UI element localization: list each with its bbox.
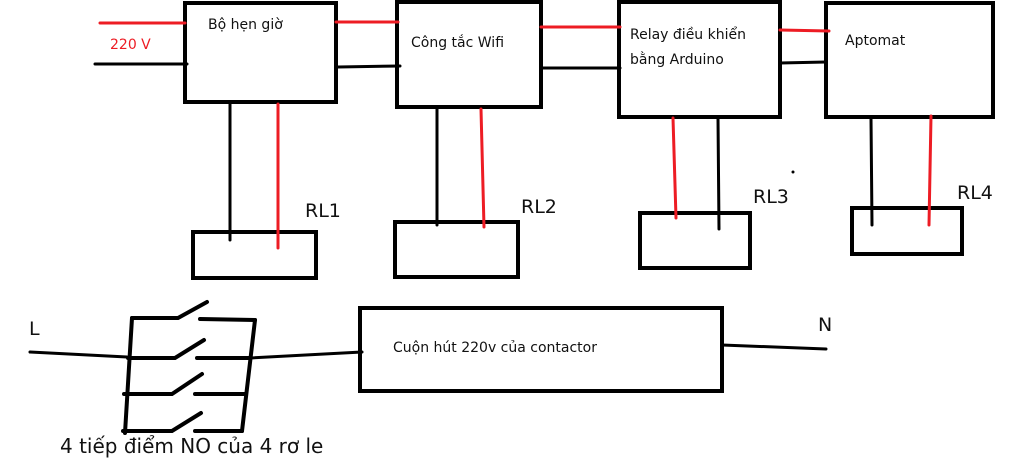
rl3-neutral-wire [716,116,721,231]
rl3-live-wire [671,116,678,220]
line-wire [28,350,129,359]
neutral-label: N [818,314,833,336]
coil-label: Cuộn hút 220v của contactor [393,340,597,356]
relay-rl3-box [638,211,752,270]
contactor-coil-box [358,306,724,393]
contact-3 [122,372,204,396]
line-label: L [29,318,40,340]
no-contacts-group [121,300,257,435]
live-wire-3-4 [778,28,831,33]
timer-block [183,1,338,104]
contact-1-fixed [198,317,257,322]
contact-4 [121,411,203,433]
relay-rl3-label: RL3 [753,186,789,208]
rl4-neutral-wire [869,116,874,227]
coil-input-wire [248,350,364,360]
wifi-switch-label: Công tắc Wifi [411,35,505,51]
relay-rl2-label: RL2 [521,196,557,218]
relay-rl1-box [191,230,318,280]
arduino-relay-block [617,0,782,119]
neutral-wire-1-2 [336,64,402,69]
contact-1 [130,300,209,320]
neutral-output-wire [720,343,828,351]
contact-2 [126,338,206,360]
contacts-right-bus [240,318,257,433]
wifi-switch-block [395,0,543,109]
contacts-left-bus [123,316,134,435]
rl4-live-wire [927,114,933,227]
relay-rl4-box [850,206,964,256]
relay-rl1-label: RL1 [305,200,341,222]
relay-rl2-box [393,220,520,279]
breaker-block [824,1,995,119]
arduino-relay-label-line2: bằng Arduino [630,52,724,68]
rl2-live-wire [479,107,486,229]
contacts-label: 4 tiếp điểm NO của 4 rơ le [60,434,324,458]
supply-voltage-label: 220 V [110,37,151,53]
stray-dot [791,170,795,174]
breaker-label: Aptomat [845,33,906,49]
timer-label: Bộ hẹn giờ [208,17,283,33]
arduino-relay-label-line1: Relay điều khiển [630,27,746,43]
neutral-wire-3-4 [778,60,828,65]
relay-rl4-label: RL4 [957,182,993,204]
